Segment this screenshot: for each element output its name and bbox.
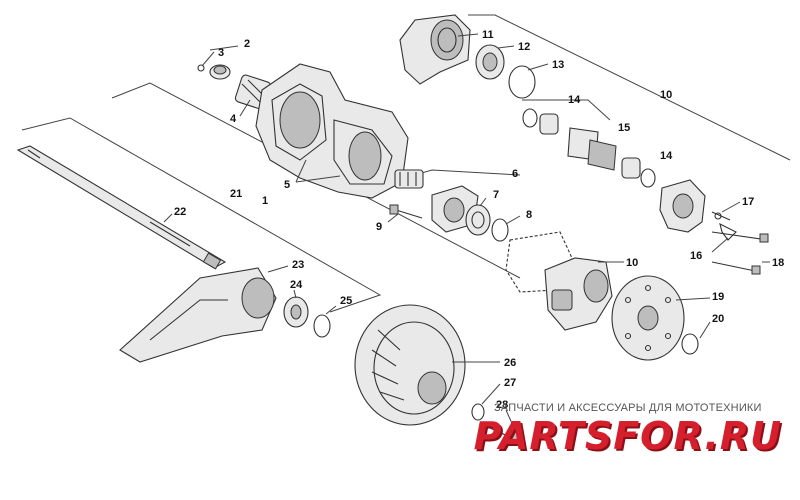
callout-28: 28 [496,399,508,411]
part-piston-left [522,108,559,135]
callout-1: 1 [262,195,268,207]
callout-17: 17 [742,196,754,208]
part-brake-pads [567,127,617,171]
callout-8: 8 [526,209,532,221]
callout-27: 27 [504,377,516,389]
leader-25 [325,305,337,315]
part-caliper-bracket [659,179,706,233]
leader-27 [481,383,501,405]
part-bearing-12 [475,44,505,80]
callout-6: 6 [512,168,518,180]
leader-23 [267,265,289,273]
callout-3: 3 [218,47,224,59]
leader-5b [295,175,341,183]
callout-23: 23 [292,259,304,271]
part-spring-clip-16 [719,222,737,241]
callout-25: 25 [340,295,352,307]
group-frame-caliper [468,14,791,161]
part-piston-right [621,157,656,188]
part-caliper-upper [399,14,471,85]
callout-11: 11 [482,29,494,41]
callout-14-bottom: 14 [660,150,673,162]
part-snap-ring-25 [313,314,331,338]
callout-20: 20 [712,313,724,325]
callout-4: 4 [230,113,237,125]
part-bolt-28 [489,427,521,443]
leader-12 [497,45,515,49]
callout-19: 19 [712,291,724,303]
leader-28 [505,409,515,429]
part-swing-arm [119,267,277,363]
callout-12: 12 [518,41,530,53]
callout-15: 15 [618,122,630,134]
callout-10-bottom: 10 [626,257,638,269]
callout-16: 16 [690,250,702,262]
callout-21: 21 [230,188,242,200]
part-bolts-18 [711,231,769,275]
callout-2: 2 [244,38,250,50]
watermark: ЗАПЧАСТИ И АКСЕССУАРЫ ДЛЯ МОТОТЕХНИКИ PA… [474,402,782,456]
part-caliper-lower [544,257,613,331]
callout-5: 5 [284,179,290,191]
leader-24 [293,289,297,299]
leader-4 [239,99,251,117]
leader-9 [387,213,399,223]
group-frame-shaft [21,117,382,313]
leader-11 [457,33,479,37]
leader-22 [163,213,173,223]
part-driven-clutch [354,304,466,426]
leader-7 [479,197,487,207]
callout-14-top: 14 [568,94,581,106]
part-drive-shaft [16,145,227,270]
callout-13: 13 [552,59,564,71]
watermark-logo: PARTSFOR.RU [473,414,782,458]
part-snap-ring-13 [508,65,536,99]
part-gear-housing [255,63,424,199]
watermark-caption: ЗАПЧАСТИ И АКСЕССУАРЫ ДЛЯ МОТОТЕХНИКИ [493,402,762,414]
callout-9: 9 [376,221,382,233]
leader-20 [699,321,711,339]
callout-7: 7 [493,189,499,201]
leader-5a [295,159,307,183]
callout-22: 22 [174,206,186,218]
leader-17 [721,201,741,213]
part-bolt-9 [389,204,423,219]
part-circlip-20 [681,333,699,355]
part-pin-17 [711,211,731,221]
part-bearing-cap [197,64,231,80]
leader-3 [201,51,215,67]
part-snap-ring-8 [491,218,509,242]
part-washer-27 [471,403,485,421]
group-frame-pads [522,99,611,121]
part-seal-7 [465,204,491,236]
leader-13 [527,63,549,71]
leader-8 [505,215,521,225]
callout-10-top: 10 [660,89,672,101]
part-brake-disc [611,275,685,361]
callout-26: 26 [504,357,516,369]
leader-2 [209,45,239,51]
callout-18: 18 [772,257,784,269]
part-bearing-24 [283,296,309,328]
callout-24: 24 [290,279,303,291]
leader-16 [711,237,729,253]
leader-19 [675,297,711,301]
